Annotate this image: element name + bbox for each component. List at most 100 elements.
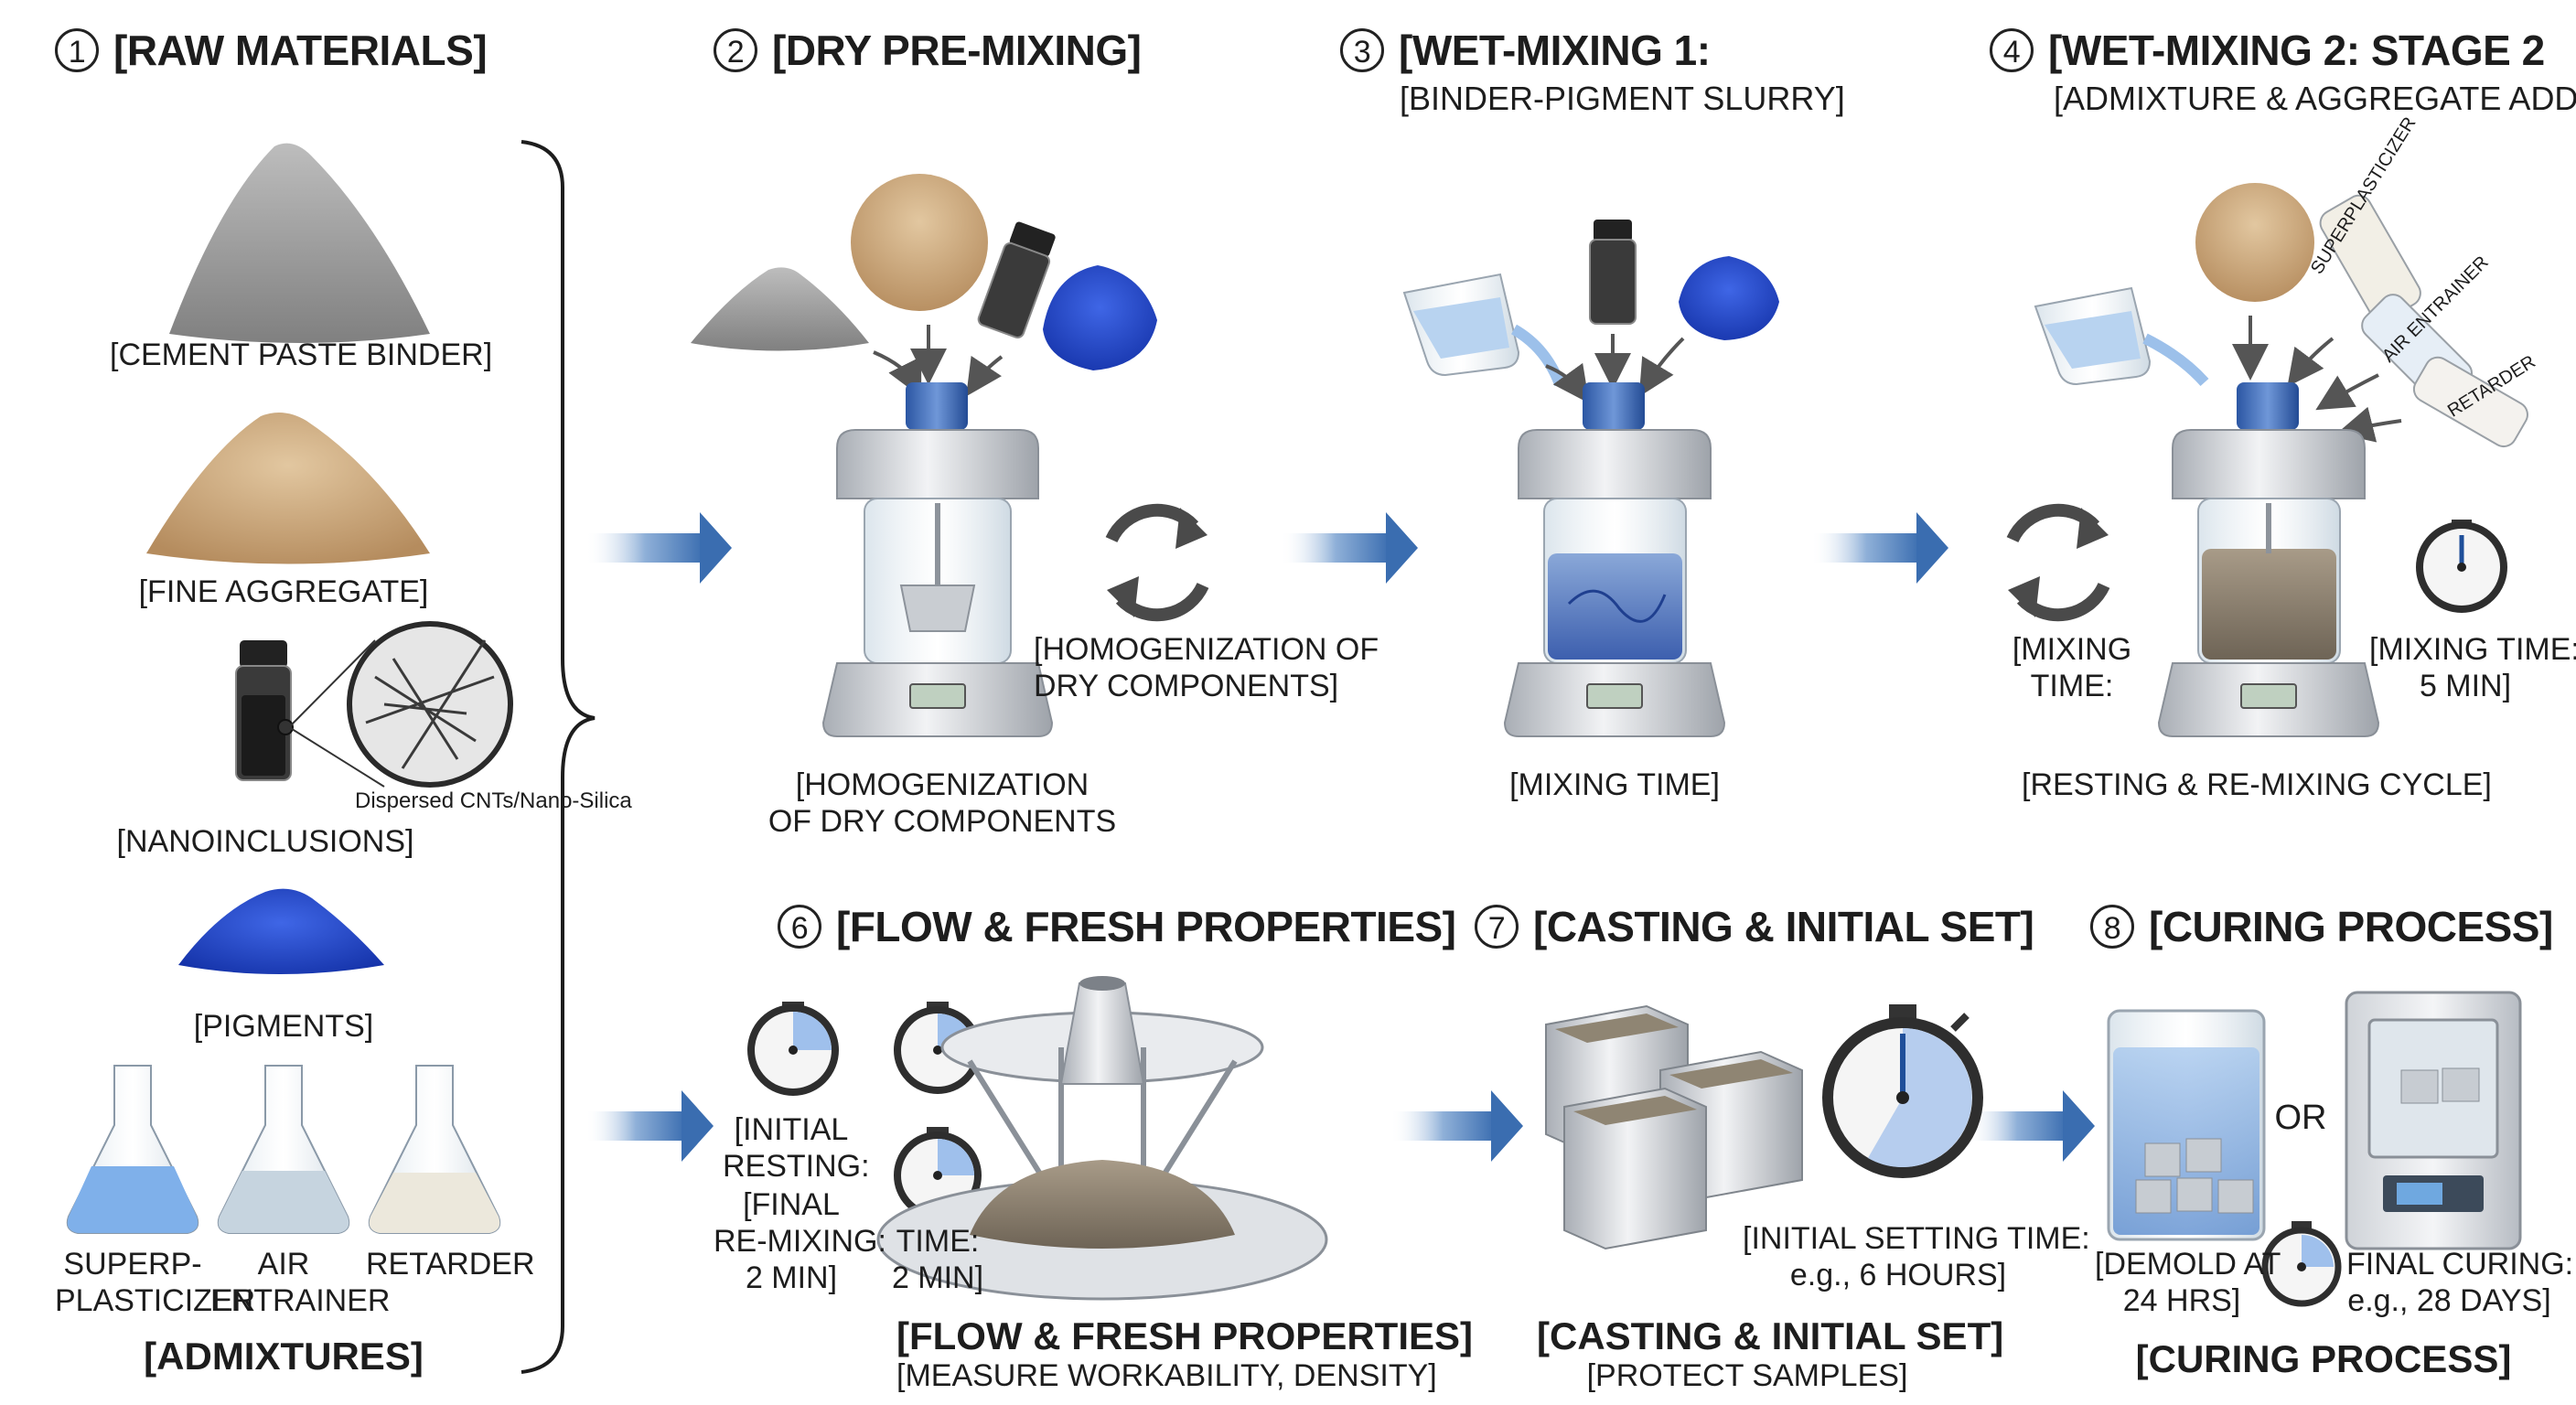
wet1-bottom-label: [MIXING TIME] — [1509, 767, 1720, 802]
step3-number: 3 — [1340, 27, 1384, 72]
step6-header: 6 [FLOW & FRESH PROPERTIES] — [778, 903, 1456, 952]
arrow-raw-to-dry — [585, 512, 732, 584]
flow-time-label-line1: TIME: — [896, 1224, 980, 1259]
sand-pile-icon — [146, 413, 430, 564]
retarder-flask-icon — [368, 1065, 501, 1234]
cure-demold-label-line1: [DEMOLD AT — [2095, 1247, 2281, 1282]
wet2-left-label-line1: [MIXING — [2012, 632, 2132, 667]
dry-side-label-line1: [HOMOGENIZATION OF — [1034, 632, 1379, 667]
step8-number: 8 — [2090, 904, 2134, 949]
cure-final-label-line1: FINAL CURING: — [2346, 1247, 2574, 1282]
cast-bottom-sublabel: [PROTECT SAMPLES] — [1586, 1358, 1908, 1393]
cement-label: [CEMENT PASTE BINDER] — [110, 338, 493, 372]
step7-header: 7 [CASTING & INITIAL SET] — [1475, 903, 2034, 952]
step2-header: 2 [DRY PRE-MIXING] — [714, 27, 1142, 76]
step2-title: [DRY PRE-MIXING] — [772, 27, 1142, 74]
step7-title: [CASTING & INITIAL SET] — [1533, 903, 2034, 950]
wet2-right-label: [MIXING TIME:5 MIN] — [2369, 631, 2576, 704]
step8-title: [CURING PROCESS] — [2149, 903, 2553, 950]
retarder-label: RETARDER — [366, 1247, 535, 1282]
cast-molds-icon — [1545, 1004, 1803, 1250]
cure-or-label: OR — [2274, 1099, 2327, 1137]
pigments-label: [PIGMENTS] — [193, 1009, 374, 1044]
raw-materials-brace — [521, 140, 596, 1374]
step2-number: 2 — [714, 27, 757, 72]
flow-bottom-sublabel: [MEASURE WORKABILITY, DENSITY] — [896, 1358, 1437, 1393]
wet2-rotation-icon — [2006, 503, 2110, 622]
wet2-inputs — [2034, 183, 2528, 448]
arrow-dry-to-wet1 — [1281, 512, 1418, 584]
flow-final-label-line3: 2 MIN] — [745, 1260, 838, 1296]
flow-table-icon — [876, 976, 1328, 1301]
cure-final-label: FINAL CURING:e.g., 28 DAYS] — [2346, 1246, 2573, 1319]
flow-stopwatch-3-icon — [894, 1127, 982, 1219]
pigment-pile-icon — [178, 888, 384, 974]
step7-number: 7 — [1475, 904, 1519, 949]
wet2-bottom-label: [RESTING & RE-MIXING CYCLE] — [2022, 767, 2492, 802]
cure-final-label-line2: e.g., 28 DAYS] — [2347, 1283, 2551, 1319]
step4-subtitle: [ADMIXTURE & AGGREGATE ADDITION] — [2054, 80, 2576, 117]
step1-title: [RAW MATERIALS] — [113, 27, 488, 74]
dry-mixer-icon — [821, 382, 1054, 737]
flow-initial-label-line2: RESTING: — [723, 1149, 870, 1185]
step6-number: 6 — [778, 904, 821, 949]
wet1-mixer-icon — [1503, 382, 1726, 737]
nano-callout-label: Dispersed CNTs/Nano-Silica — [355, 788, 632, 813]
flow-time-label-line2: 2 MIN] — [891, 1260, 984, 1296]
flow-stopwatch-1-icon — [747, 1002, 839, 1096]
wet2-right-label-line2: 5 MIN] — [2419, 669, 2512, 704]
admixtures-label: [ADMIXTURES] — [144, 1335, 424, 1378]
cast-stopwatch-icon — [1822, 1004, 1983, 1178]
air-entrainer-label-line2: ENTRAINER — [210, 1283, 391, 1319]
flow-time-label: TIME:2 MIN] — [878, 1223, 997, 1296]
nano-vial-icon — [235, 640, 294, 781]
wet2-left-label-line2: TIME: — [2030, 669, 2114, 704]
water-tank-icon — [2107, 1009, 2266, 1241]
superplasticizer-label: SUPERP-PLASTICIZER — [55, 1246, 255, 1319]
dry-inputs — [691, 174, 1157, 398]
flow-final-label-line2: RE-MIXING: — [714, 1224, 886, 1260]
step3-subtitle: [BINDER-PIGMENT SLURRY] — [1400, 80, 1845, 117]
air-entrainer-flask-icon — [217, 1065, 350, 1234]
step3-title: [WET-MIXING 1: — [1399, 27, 1711, 74]
nano-magnifier-icon — [288, 621, 513, 788]
wet2-mixer-icon — [2157, 382, 2380, 737]
cast-setting-label: [INITIAL SETTING TIME:e.g., 6 HOURS] — [1743, 1220, 2090, 1293]
air-entrainer-label-line1: AIR — [257, 1247, 310, 1282]
step8-header: 8 [CURING PROCESS] — [2090, 903, 2553, 952]
arrow-cast-to-cure — [1967, 1090, 2095, 1162]
dry-bottom-label-line2: OF DRY COMPONENTS — [767, 804, 1117, 840]
arrow-wet1-to-wet2 — [1811, 512, 1948, 584]
cement-pile-icon — [169, 143, 430, 343]
nanoinclusions-label: [NANOINCLUSIONS] — [116, 824, 414, 859]
superplasticizer-label-line1: SUPERP- — [63, 1247, 202, 1282]
wet2-stopwatch-icon — [2416, 520, 2507, 613]
cast-setting-label-line2: e.g., 6 HOURS] — [1789, 1258, 2007, 1293]
wet1-inputs — [1402, 220, 1779, 403]
step3-header: 3 [WET-MIXING 1: — [1340, 27, 1711, 76]
arrow-raw-to-flow — [585, 1090, 714, 1162]
arrow-flow-to-cast — [1390, 1090, 1523, 1162]
step4-title: [WET-MIXING 2: STAGE 2 — [2048, 27, 2545, 74]
superplasticizer-flask-icon — [66, 1065, 199, 1234]
step1-header: 1[RAW MATERIALS] — [55, 27, 488, 76]
dry-bottom-label-line1: [HOMOGENIZATION — [795, 767, 1089, 802]
cure-stopwatch-icon — [2261, 1221, 2342, 1307]
cure-bottom-label: [CURING PROCESS] — [2135, 1337, 2512, 1380]
cure-demold-label-line2: 24 HRS] — [2122, 1283, 2241, 1319]
flow-bottom-label: [FLOW & FRESH PROPERTIES] — [896, 1314, 1473, 1357]
superplasticizer-label-line2: PLASTICIZER — [55, 1283, 256, 1319]
cast-setting-label-line1: [INITIAL SETTING TIME: — [1743, 1221, 2090, 1256]
flow-final-label-line1: [FINAL — [743, 1187, 840, 1222]
step4-number: 4 — [1990, 27, 2034, 72]
flow-initial-label-line1: [INITIAL — [734, 1112, 849, 1147]
step6-title: [FLOW & FRESH PROPERTIES] — [836, 903, 1456, 950]
